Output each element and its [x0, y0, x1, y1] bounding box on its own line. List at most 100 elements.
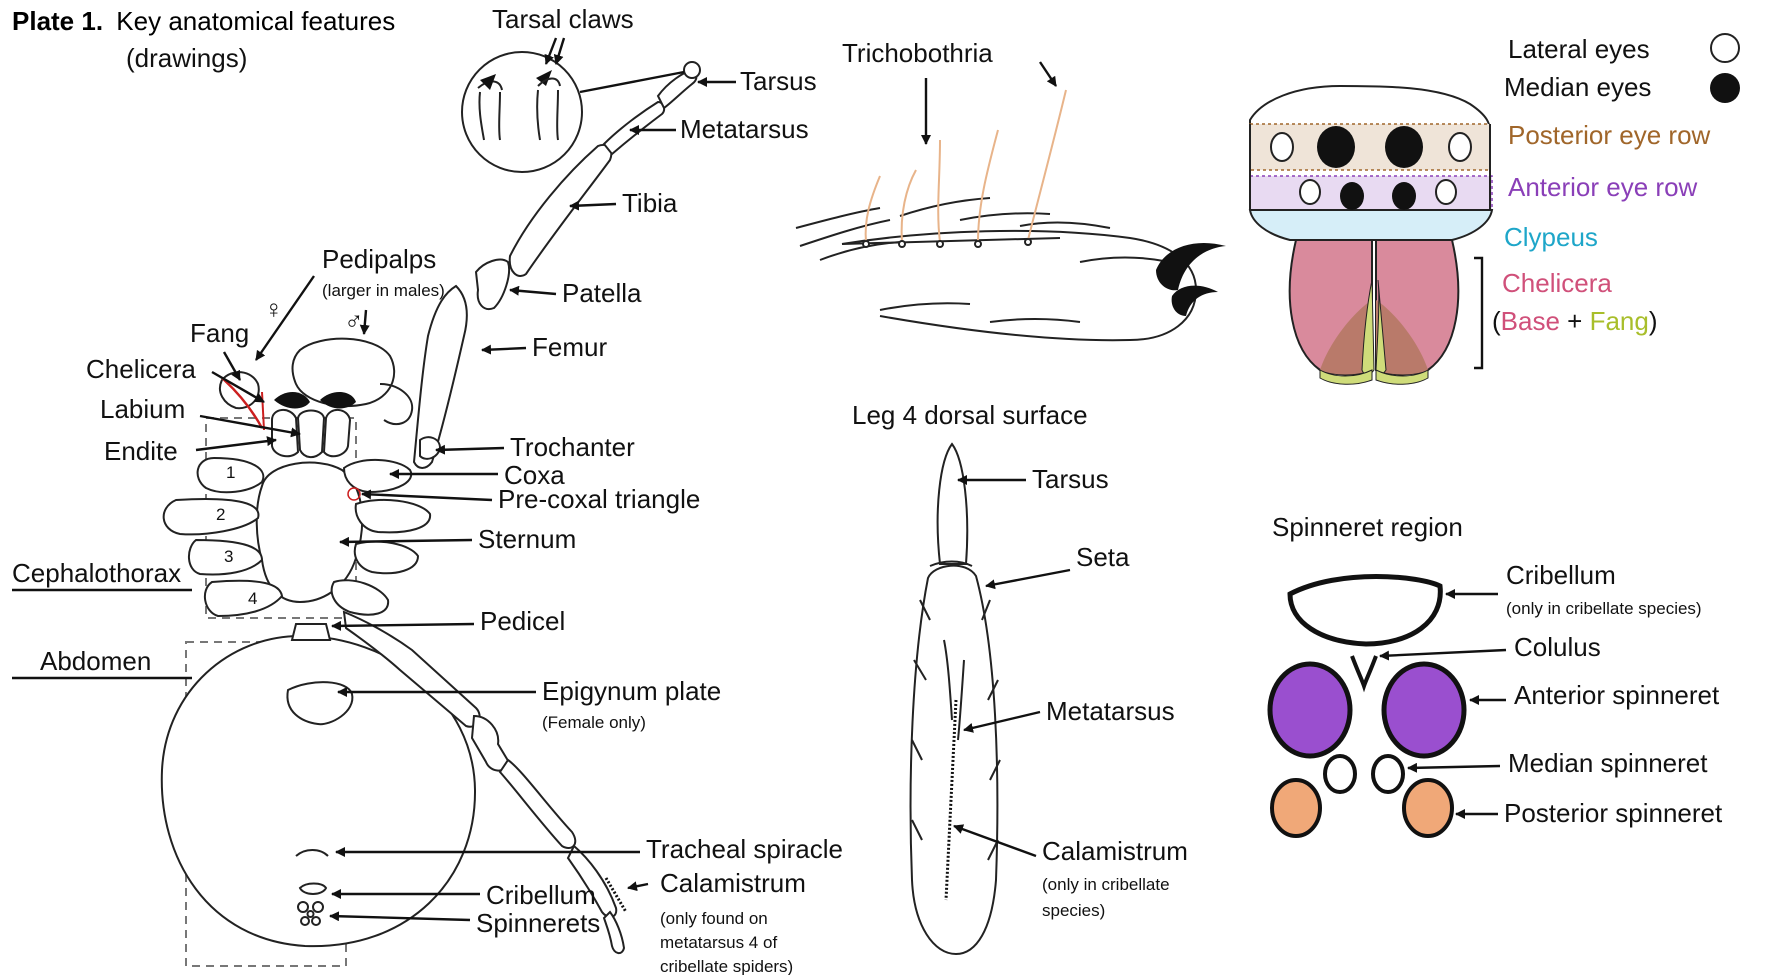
posterior-spinneret-left: [1272, 780, 1320, 836]
posterior-median-eye: [1385, 126, 1423, 168]
label-base: Base: [1501, 306, 1560, 336]
label-calamistrum: Calamistrum: [660, 868, 806, 898]
paren-close: ): [1649, 306, 1658, 336]
posterior-lateral-eye: [1271, 133, 1293, 161]
leg4-arrow-seta: [986, 570, 1070, 586]
label-tibia: Tibia: [622, 188, 678, 218]
label-sternum: Sternum: [478, 524, 576, 554]
arrow-calamistrum: [628, 884, 648, 888]
trichobothrium-socket: [937, 241, 943, 247]
spinneret-mini: [312, 917, 320, 925]
lateral-eye-legend-icon: [1711, 34, 1739, 62]
label-labium: Labium: [100, 394, 185, 424]
label-tarsal-claws: Tarsal claws: [492, 4, 634, 34]
coxa-right-3: [355, 542, 418, 574]
label-trichobothria: Trichobothria: [842, 38, 993, 68]
label-sp-anterior: Anterior spinneret: [1514, 680, 1720, 710]
trichobothrium-socket: [899, 241, 905, 247]
label-epigynum-note: (Female only): [542, 713, 646, 732]
claw-segment: [557, 90, 558, 140]
label-pedipalps-note: (larger in males): [322, 281, 445, 300]
fang-line-2: [262, 392, 264, 430]
metatarsus-shape: [604, 102, 664, 154]
label-calamistrum-note-1: (only found on: [660, 909, 768, 928]
spinneret-mini: [308, 911, 314, 917]
female-symbol: ♀: [264, 294, 284, 324]
label-epigynum: Epigynum plate: [542, 676, 721, 706]
anterior-lateral-eye: [1300, 180, 1320, 204]
label-trochanter: Trochanter: [510, 432, 635, 462]
label-sp-cribellum-note: (only in cribellate species): [1506, 599, 1702, 618]
leg4-title: Leg 4 dorsal surface: [852, 400, 1088, 430]
leg4-label-tarsus: Tarsus: [1032, 464, 1109, 494]
anterior-median-eye: [1392, 182, 1416, 210]
trichobothrium: [978, 130, 998, 242]
plate-title-bold: Plate 1.: [12, 6, 103, 36]
label-abdomen: Abdomen: [40, 646, 151, 676]
spinneret-drawing: [1270, 577, 1464, 837]
trichobothrium-socket: [975, 241, 981, 247]
plate-subtitle: (drawings): [126, 43, 247, 73]
anterior-median-eye: [1340, 182, 1364, 210]
label-sp-median: Median spinneret: [1508, 748, 1708, 778]
leg-number-2: 2: [216, 505, 225, 524]
chelicera-bracket: [1474, 258, 1482, 368]
trichobothrium: [938, 140, 940, 242]
trochanter-shape: [420, 437, 440, 459]
clypeus-shape: [1250, 210, 1492, 240]
label-chelicera: Chelicera: [86, 354, 196, 384]
label-pedipalps: Pedipalps: [322, 244, 436, 274]
plate-title: Plate 1. Key anatomical features: [12, 6, 395, 36]
spinneret-region-title: Spinneret region: [1272, 512, 1463, 542]
arrow-patella: [510, 290, 556, 294]
leg-number-4: 4: [248, 589, 257, 608]
spinneret-mini: [313, 902, 323, 912]
label-pedicel: Pedicel: [480, 606, 565, 636]
seta: [1020, 222, 1110, 228]
label-cribellum: Cribellum: [486, 880, 596, 910]
anterior-spinneret-left: [1270, 664, 1350, 756]
coxa-right-2: [356, 500, 430, 532]
label-eye-chelicera: Chelicera: [1502, 268, 1612, 298]
cribellum-shape: [1290, 577, 1440, 645]
paren-open: (: [1492, 306, 1501, 336]
leg4-label-calamistrum: Calamistrum: [1042, 836, 1188, 866]
coxa-right-4: [332, 580, 388, 614]
spinneret-mini: [301, 917, 309, 925]
leg-segment-outline: [842, 231, 1196, 340]
arrow-tarsal-claws-2: [556, 38, 564, 64]
hind-leg-patella: [472, 716, 510, 771]
label-anterior-eye-row: Anterior eye row: [1508, 172, 1698, 202]
label-calamistrum-note-3: cribellate spiders): [660, 957, 793, 975]
leg4-drawing: [911, 444, 1000, 954]
label-patella: Patella: [562, 278, 642, 308]
label-fang-colored: Fang: [1590, 306, 1649, 336]
label-posterior-eye-row: Posterior eye row: [1508, 120, 1711, 150]
cribellum-mini: [300, 884, 326, 895]
posterior-spinneret-right: [1404, 780, 1452, 836]
leg4-metatarsus-shape: [911, 566, 998, 954]
posterior-median-eye: [1317, 126, 1355, 168]
patella-shape: [476, 260, 509, 309]
leg-number-1: 1: [226, 463, 235, 482]
seta: [990, 319, 1080, 322]
label-clypeus: Clypeus: [1504, 222, 1598, 252]
colulus-shape: [1352, 656, 1376, 686]
endite-right: [324, 410, 350, 456]
label-plus: +: [1560, 306, 1590, 336]
label-calamistrum-note-2: metatarsus 4 of: [660, 933, 777, 952]
label-endite: Endite: [104, 436, 178, 466]
arrow-femur: [482, 348, 526, 350]
face-drawing: [1250, 86, 1492, 384]
posterior-lateral-eye: [1449, 133, 1471, 161]
arrow-trichobothria-2: [1040, 62, 1056, 86]
label-base-fang: (Base + Fang): [1492, 306, 1658, 336]
pedicel-shape: [292, 624, 330, 640]
trichobothrium-socket: [1025, 239, 1031, 245]
seta: [820, 242, 900, 260]
label-fang: Fang: [190, 318, 249, 348]
label-cephalothorax: Cephalothorax: [12, 558, 181, 588]
median-spinneret-left: [1325, 756, 1355, 792]
median-spinneret-right: [1373, 756, 1403, 792]
